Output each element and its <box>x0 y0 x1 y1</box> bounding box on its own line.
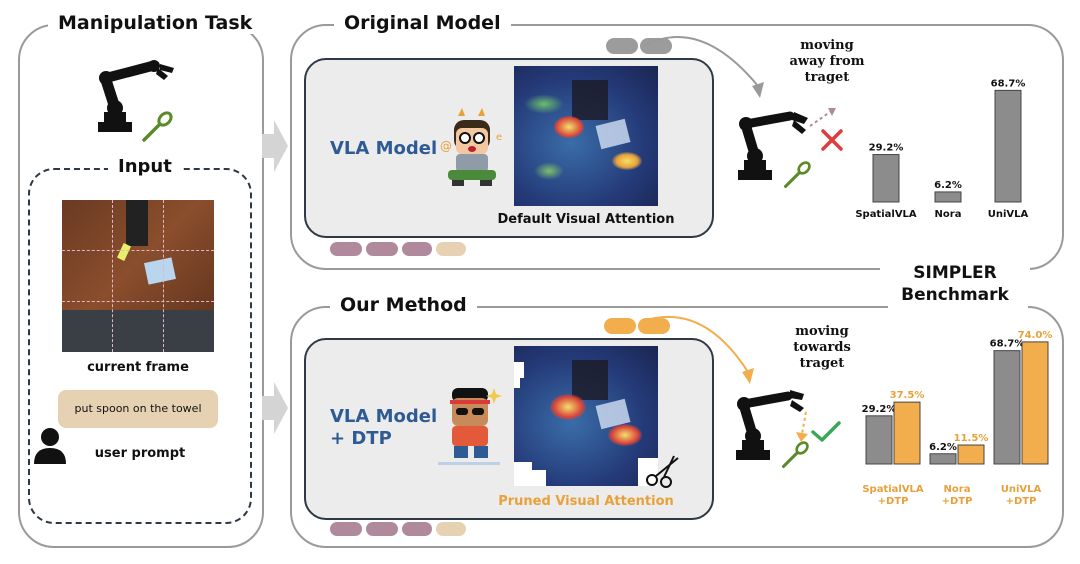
category-label: UniVLA <box>1001 484 1042 495</box>
dashed-arrow-icon <box>796 411 808 442</box>
user-prompt-caption: user prompt <box>94 446 186 461</box>
action-line: moving <box>795 324 849 339</box>
arrow-right-icon <box>262 120 288 172</box>
original-bar-chart: 29.2% SpatialVLA 6.2% Nora 68.7% UniVLA <box>855 78 1029 220</box>
dashed-arrow-icon <box>809 108 836 127</box>
action-line: towards <box>793 340 851 355</box>
manipulation-task-title: Manipulation Task <box>48 12 263 34</box>
visual-token <box>402 242 432 256</box>
confused-character-icon: @ e <box>440 108 502 186</box>
spoon-icon <box>142 111 173 142</box>
bar-spatialvla-dtp <box>893 401 921 465</box>
vla-dtp-line: VLA Model <box>330 406 438 427</box>
arrow-right-icon <box>262 382 288 434</box>
bar-nora <box>934 191 962 203</box>
bar-univla-dtp <box>1021 341 1049 465</box>
text-token <box>436 242 466 256</box>
bar-nora-dtp <box>957 444 985 465</box>
category-label: +DTP <box>942 496 973 507</box>
check-icon <box>811 421 841 442</box>
text-token <box>436 522 466 536</box>
action-token <box>638 318 670 334</box>
visual-token <box>402 522 432 536</box>
pruned-attention-caption: Pruned Visual Attention <box>498 494 674 509</box>
bar-spatialvla <box>865 415 893 465</box>
vla-model-label: VLA Model <box>330 138 438 159</box>
action-token <box>606 38 638 54</box>
action-token <box>604 318 636 334</box>
bar-spatialvla <box>872 154 900 203</box>
action-line: away from <box>789 54 865 69</box>
category-label: SpatialVLA <box>862 484 924 495</box>
vla-dtp-line: + DTP <box>330 428 392 449</box>
original-model-title: Original Model <box>334 12 511 34</box>
vla-dtp-label: VLA Model + DTP <box>330 406 437 450</box>
benchmark-title-line: SIMPLER <box>913 263 997 283</box>
visual-token <box>330 522 362 536</box>
scissors-icon <box>646 455 679 488</box>
bar-value-label: 29.2% <box>862 404 897 415</box>
robot-arm-icon <box>738 111 808 180</box>
default-attention-caption: Default Visual Attention <box>497 212 675 227</box>
action-text-ours: moving towards traget <box>782 324 862 372</box>
action-line: traget <box>804 70 850 85</box>
category-label: +DTP <box>878 496 909 507</box>
current-frame-image <box>62 200 214 352</box>
prompt-box <box>58 390 218 428</box>
dtp-bar-chart: 29.2%37.5%SpatialVLA+DTP6.2%11.5%Nora+DT… <box>862 330 1053 507</box>
bar-value-label: 29.2% <box>869 143 904 154</box>
action-line: traget <box>799 356 845 371</box>
action-text-original: moving away from traget <box>782 38 872 86</box>
bar-nora <box>929 453 957 465</box>
cross-icon <box>821 129 843 151</box>
bar-value-label: 68.7% <box>990 339 1025 350</box>
bar-univla <box>994 89 1022 203</box>
curved-arrow-icon <box>639 315 754 384</box>
bar-value-label: 68.7% <box>991 78 1026 89</box>
svg-text:e: e <box>496 132 502 143</box>
bar-value-label: 6.2% <box>934 180 962 191</box>
category-label: Nora <box>935 209 962 220</box>
input-title: Input <box>108 156 182 177</box>
user-icon <box>34 428 66 464</box>
category-label: SpatialVLA <box>855 209 917 220</box>
current-frame-caption: current frame <box>87 360 189 375</box>
action-token <box>640 38 672 54</box>
visual-token <box>366 522 398 536</box>
robot-arm-icon <box>736 390 804 460</box>
bar-univla <box>993 350 1021 465</box>
cool-character-icon <box>438 388 502 465</box>
default-attention-heatmap <box>514 66 658 206</box>
bar-value-label: 74.0% <box>1018 330 1053 341</box>
action-line: moving <box>800 38 854 53</box>
spoon-icon <box>781 441 809 469</box>
curved-arrow-icon <box>643 36 764 98</box>
bar-value-label: 11.5% <box>954 433 989 444</box>
category-label: Nora <box>944 484 971 495</box>
bar-value-label: 6.2% <box>929 442 957 453</box>
pruned-attention-heatmap <box>514 346 658 486</box>
prompt-text: put spoon on the towel <box>74 402 202 415</box>
bar-value-label: 37.5% <box>890 390 925 401</box>
category-label: +DTP <box>1006 496 1037 507</box>
visual-token <box>366 242 398 256</box>
visual-token <box>330 242 362 256</box>
svg-text:@: @ <box>440 139 452 153</box>
our-method-title: Our Method <box>330 294 477 316</box>
robot-arm-icon <box>98 60 174 132</box>
category-label: UniVLA <box>988 209 1029 220</box>
spoon-icon <box>783 161 811 189</box>
